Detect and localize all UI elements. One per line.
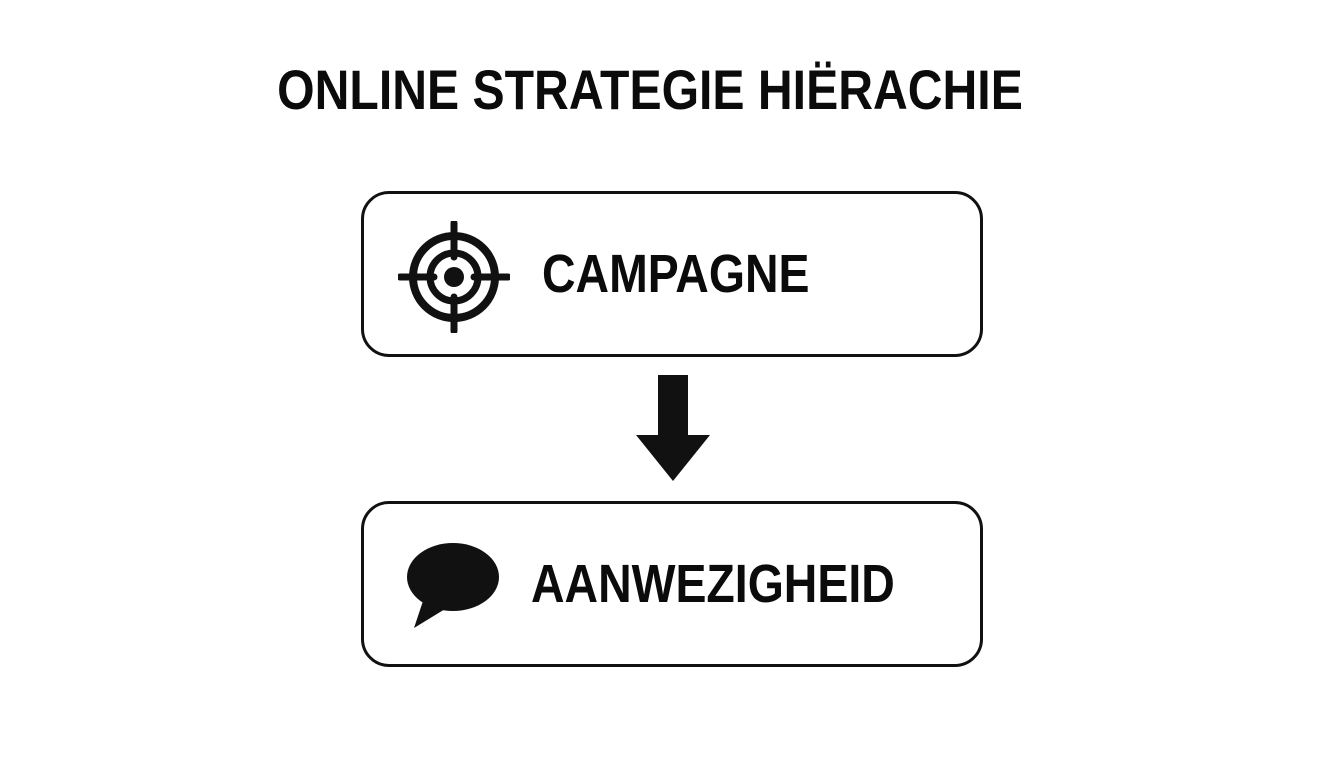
diagram-title: ONLINE STRATEGIE HIËRACHIE [277,58,1023,121]
node-label-campagne: CAMPAGNE [542,244,810,304]
arrow-down-icon [636,375,710,481]
target-icon [398,221,510,333]
node-aanwezigheid: AANWEZIGHEID [361,501,983,667]
node-campagne: CAMPAGNE [361,191,983,357]
speech-bubble-icon [407,543,499,628]
node-label-aanwezigheid: AANWEZIGHEID [531,554,895,614]
